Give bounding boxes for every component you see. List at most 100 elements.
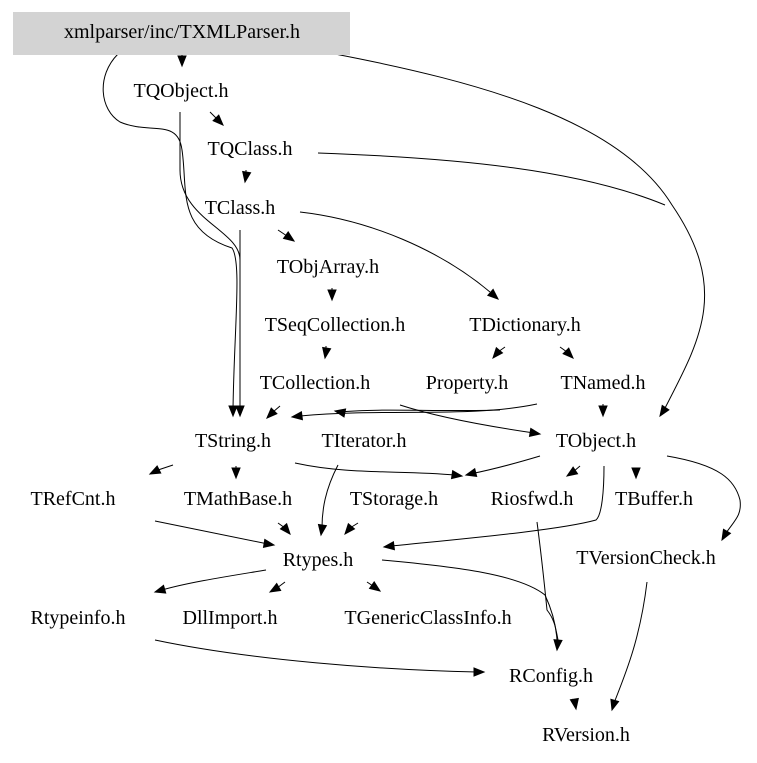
edge-TDictionary-to-Property: [492, 346, 506, 360]
node-RConfig[interactable]: RConfig.h: [509, 665, 593, 687]
edge-TClass-to-TDictionary: [299, 211, 500, 300]
node-label: TSeqCollection.h: [265, 314, 406, 336]
arrowhead-icon: [212, 114, 224, 126]
edge-line: [161, 569, 267, 591]
node-TCollection[interactable]: TCollection.h: [260, 372, 371, 394]
edge-Rtypeinfo-to-RConfig: [154, 639, 486, 677]
node-label: TQClass.h: [208, 138, 293, 160]
node-DllImport[interactable]: DllImport.h: [183, 607, 278, 629]
node-root[interactable]: xmlparser/inc/TXMLParser.h: [13, 12, 350, 55]
edge-line: [613, 581, 648, 704]
arrowhead-icon: [228, 405, 238, 418]
node-TQClass[interactable]: TQClass.h: [208, 138, 293, 160]
edge-Riosfwd-to-RConfig: [536, 521, 563, 652]
node-Property[interactable]: Property.h: [426, 372, 509, 394]
edge-TVersionCheck-to-RVersion: [610, 581, 648, 712]
edge-TCollection-to-TObject: [399, 404, 542, 437]
arrowhead-icon: [235, 405, 245, 418]
arrowhead-icon: [368, 581, 382, 592]
edge-TString-to-TRefCnt: [148, 464, 174, 475]
edge-TString-to-Riosfwd: [294, 462, 464, 480]
arrowhead-icon: [333, 408, 347, 418]
node-label: TStorage.h: [350, 488, 438, 510]
arrowhead-icon: [382, 540, 396, 551]
node-TString[interactable]: TString.h: [195, 430, 271, 452]
arrowhead-icon: [473, 667, 486, 677]
arrowhead-icon: [492, 346, 504, 360]
arrowhead-icon: [322, 346, 332, 360]
edge-TNamed-to-TIterator: [333, 408, 501, 418]
edge-TObject-to-TBuffer: [631, 467, 641, 480]
node-TNamed[interactable]: TNamed.h: [561, 372, 646, 394]
node-label: Rtypeinfo.h: [31, 607, 126, 629]
node-TClass[interactable]: TClass.h: [205, 197, 276, 219]
edge-line: [334, 53, 705, 411]
edge-line: [102, 53, 238, 411]
node-RVersion[interactable]: RVersion.h: [542, 724, 630, 746]
arrowhead-icon: [231, 467, 241, 480]
arrowhead-icon: [327, 289, 337, 302]
node-label: TRefCnt.h: [31, 488, 116, 510]
node-Rtypes[interactable]: Rtypes.h: [283, 549, 354, 571]
node-TVersionCheck[interactable]: TVersionCheck.h: [576, 547, 715, 569]
edge-line: [469, 455, 541, 475]
node-TGenericClassInfo[interactable]: TGenericClassInfo.h: [344, 607, 511, 629]
edge-TCollection-to-TString: [266, 405, 281, 419]
edge-Rtypes-to-Rtypeinfo: [153, 569, 267, 594]
arrowhead-icon: [486, 288, 500, 300]
edge-TStorage-to-Rtypes: [344, 522, 359, 536]
node-TObjArray[interactable]: TObjArray.h: [277, 256, 379, 278]
edge-line: [381, 559, 558, 641]
arrowhead-icon: [177, 55, 187, 68]
edge-TMathBase-to-Rtypes: [277, 522, 291, 536]
node-label: RConfig.h: [509, 665, 593, 687]
node-label: TObjArray.h: [277, 256, 379, 278]
edge-TQObject-to-TString: [179, 112, 241, 261]
node-label: TDictionary.h: [469, 314, 580, 336]
arrowhead-icon: [153, 584, 167, 594]
edge-line: [321, 464, 339, 529]
root-node-box: [13, 12, 350, 55]
node-label: Rtypes.h: [283, 549, 354, 571]
edge-line: [299, 403, 538, 417]
edge-Rtypes-to-DllImport: [268, 581, 286, 593]
node-TRefCnt[interactable]: TRefCnt.h: [31, 488, 116, 510]
arrowhead-icon: [659, 404, 670, 418]
node-label: TNamed.h: [561, 372, 646, 394]
edge-TString-to-TMathBase: [231, 466, 241, 480]
node-TObject[interactable]: TObject.h: [556, 430, 636, 452]
node-Rtypeinfo[interactable]: Rtypeinfo.h: [31, 607, 126, 629]
node-TStorage[interactable]: TStorage.h: [350, 488, 438, 510]
edge-TClass-to-TString: [235, 230, 245, 418]
edge-TObject-to-TStorage: [565, 465, 581, 477]
arrowhead-icon: [282, 231, 296, 242]
arrowhead-icon: [598, 405, 608, 418]
edge-TIterator-to-Rtypes: [317, 464, 339, 537]
node-Riosfwd[interactable]: Riosfwd.h: [491, 488, 574, 510]
edge-root-to-TString: [102, 53, 238, 418]
node-label: xmlparser/inc/TXMLParser.h: [64, 21, 300, 43]
arrowhead-icon: [610, 698, 620, 712]
node-label: Property.h: [426, 372, 509, 394]
edge-line: [154, 520, 269, 545]
edge-line: [179, 112, 241, 261]
edge-TSeqCollection-to-TCollection: [322, 346, 332, 360]
arrowhead-icon: [262, 538, 276, 548]
arrowhead-icon: [242, 170, 252, 184]
arrowhead-icon: [721, 528, 732, 542]
edge-line: [391, 465, 605, 547]
node-TQObject[interactable]: TQObject.h: [134, 80, 229, 102]
edge-TDictionary-to-TNamed: [559, 346, 574, 359]
edge-TObjArray-to-TSeqCollection: [327, 288, 337, 302]
node-TBuffer[interactable]: TBuffer.h: [615, 488, 693, 510]
node-TSeqCollection[interactable]: TSeqCollection.h: [265, 314, 406, 336]
arrowhead-icon: [528, 427, 542, 437]
node-TMathBase[interactable]: TMathBase.h: [184, 488, 292, 510]
edge-line: [339, 409, 501, 413]
node-label: TVersionCheck.h: [576, 547, 715, 569]
edge-root-to-TObject: [334, 53, 705, 418]
node-TIterator[interactable]: TIterator.h: [322, 430, 407, 452]
node-label: TMathBase.h: [184, 488, 292, 510]
node-TDictionary[interactable]: TDictionary.h: [469, 314, 580, 336]
